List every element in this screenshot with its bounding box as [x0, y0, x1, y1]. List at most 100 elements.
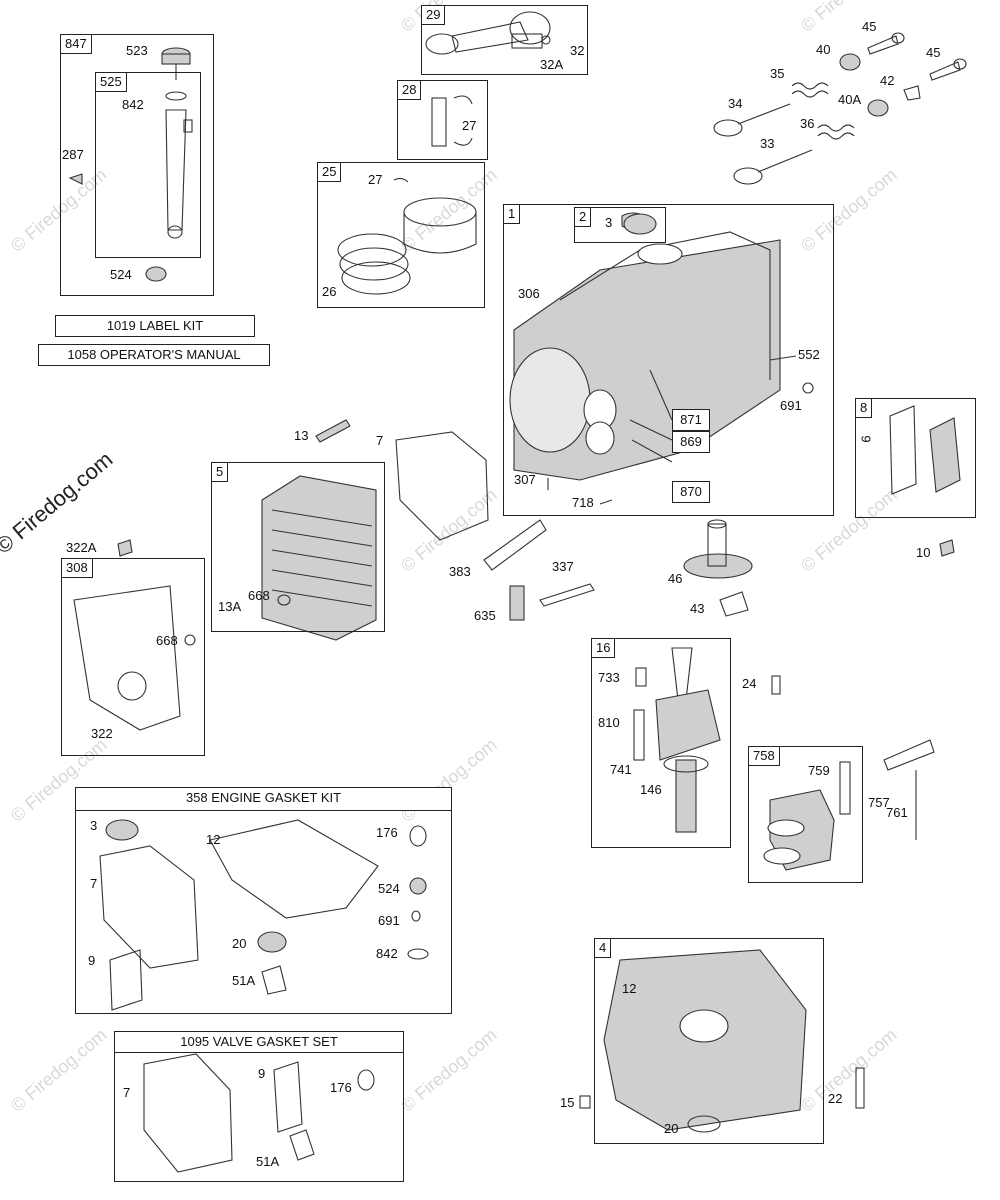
group-1: 1: [503, 204, 834, 516]
callout-24: 24: [742, 676, 757, 691]
callout-668: 668: [156, 633, 178, 648]
callout-15: 15: [560, 1095, 575, 1110]
screw-illustration: [117, 539, 133, 557]
screw-illustration: [939, 539, 955, 557]
callout-810: 810: [598, 715, 620, 730]
group-525: 525: [95, 72, 201, 258]
callout-691: 691: [780, 398, 802, 413]
callout-42: 42: [880, 73, 895, 88]
bolt-illustration: [315, 419, 351, 443]
callout-635: 635: [474, 608, 496, 623]
group-25: 25: [317, 162, 485, 308]
valve-illustrations: [713, 32, 967, 185]
callout-34: 34: [728, 96, 743, 111]
callout-40A: 40A: [838, 92, 862, 107]
group-847: 847: [60, 34, 214, 296]
group-29: 29: [421, 5, 588, 75]
callout-759: 759: [808, 763, 830, 778]
piston-illustration: [337, 177, 477, 295]
group-308: 308: [61, 558, 205, 756]
valve-gasket-set-illustrations: [143, 1053, 375, 1173]
group-tag: 4: [594, 938, 612, 958]
callout-176: 176: [330, 1080, 352, 1095]
callout-46: 46: [668, 571, 683, 586]
callout-20: 20: [664, 1121, 679, 1136]
governor-illustration: [483, 519, 749, 621]
callout-9: 9: [858, 435, 874, 443]
cylinder-head-illustration: [261, 475, 377, 641]
callout-9: 9: [88, 953, 96, 968]
group-16: 16: [591, 638, 731, 848]
callout-35: 35: [770, 66, 785, 81]
callout-40: 40: [816, 42, 831, 57]
callout-287: 287: [62, 147, 84, 162]
group-2: 2: [574, 207, 666, 243]
balancer-illustration: [763, 739, 935, 871]
connecting-rod-illustration: [425, 11, 551, 55]
crankshaft-illustration: [633, 647, 781, 833]
callout-45: 45: [926, 45, 941, 60]
group-tag: 525: [95, 72, 127, 92]
group-5: 5: [211, 462, 385, 632]
breather-gasket-illustration: [889, 405, 961, 495]
callout-552: 552: [798, 347, 820, 362]
callout-668: 668: [248, 588, 270, 603]
callout-7: 7: [123, 1085, 131, 1100]
callout-10: 10: [916, 545, 931, 560]
callout-733: 733: [598, 670, 620, 685]
callout-322A: 322A: [66, 540, 97, 555]
group-758: 758: [748, 746, 863, 883]
callout-26: 26: [322, 284, 337, 299]
callout-524: 524: [110, 267, 132, 282]
callout-13A: 13A: [218, 599, 242, 614]
callout-757: 757: [868, 795, 890, 810]
group-tag: 758: [748, 746, 780, 766]
callout-383: 383: [449, 564, 471, 579]
group-tag: 847: [60, 34, 92, 54]
group-tag: 1: [503, 204, 521, 224]
callout-12: 12: [622, 981, 637, 996]
callout-761: 761: [886, 805, 908, 820]
callout-32: 32: [570, 43, 585, 58]
callout-718: 718: [572, 495, 594, 510]
piston-pin-illustration: [431, 95, 473, 147]
callout-337: 337: [552, 559, 574, 574]
callout-33: 33: [760, 136, 775, 151]
callout-27: 27: [462, 118, 477, 133]
callout-36: 36: [800, 116, 815, 131]
cylinder-shroud-illustration: [73, 585, 196, 731]
engine-gasket-kit-title: 358 ENGINE GASKET KIT: [75, 787, 452, 811]
callout-43: 43: [690, 601, 705, 616]
callout-176: 176: [376, 825, 398, 840]
group-tag: 28: [397, 80, 422, 100]
callout-3: 3: [90, 818, 98, 833]
callout-3: 3: [605, 215, 613, 230]
callout-27: 27: [368, 172, 383, 187]
callout-9: 9: [258, 1066, 266, 1081]
label-kit-note: 1019 LABEL KIT: [55, 315, 255, 337]
callout-869: 869: [672, 431, 710, 453]
camshaft-gear-illustration: [683, 519, 753, 579]
callout-523: 523: [126, 43, 148, 58]
callout-691: 691: [378, 913, 400, 928]
callout-32A: 32A: [540, 57, 564, 72]
group-4: 4: [594, 938, 824, 1144]
valve-gasket-set-title: 1095 VALVE GASKET SET: [114, 1031, 404, 1053]
callout-842: 842: [122, 97, 144, 112]
oil-seal-illustration: [623, 213, 657, 235]
group-tag: 16: [591, 638, 616, 658]
callout-306: 306: [518, 286, 540, 301]
group-28: 28: [397, 80, 488, 160]
callout-146: 146: [640, 782, 662, 797]
callout-7: 7: [376, 433, 384, 448]
callout-20: 20: [232, 936, 247, 951]
gasket-kit-illustrations: [99, 819, 429, 1011]
callout-22: 22: [828, 1091, 843, 1106]
callout-45: 45: [862, 19, 877, 34]
callout-7: 7: [90, 876, 98, 891]
group-tag: 2: [574, 207, 592, 227]
callout-51A: 51A: [256, 1154, 280, 1169]
group-tag: 29: [421, 5, 446, 25]
callout-524: 524: [378, 881, 400, 896]
